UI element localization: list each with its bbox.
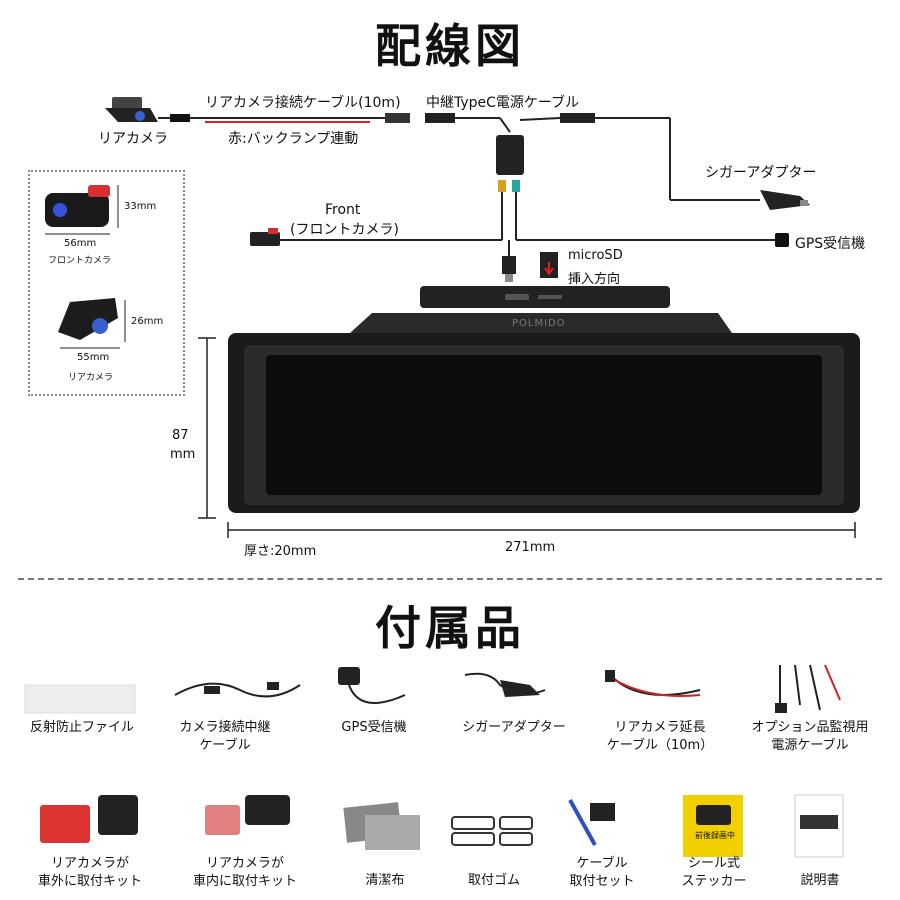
reverse-lamp-label: 赤:バックランプ連動 (228, 131, 359, 147)
brand-logo: POLMIDO (512, 318, 566, 329)
mirror-height-unit: mm (170, 447, 196, 462)
camera-dimensions-box (28, 170, 185, 396)
mirror-width-label: 271mm (505, 540, 556, 555)
accessory-icons (24, 664, 844, 858)
accessory-label: 取付ゴム (467, 873, 520, 888)
accessory-label: シガーアダプター (462, 720, 566, 735)
wiring-diagram (45, 97, 860, 538)
gps-receiver-icon (775, 233, 789, 247)
wiring-title: 配線図 (375, 19, 525, 73)
accessory-label: GPS受信機 (341, 720, 407, 735)
accessory-label: 説明書 (800, 873, 840, 888)
cable-clip-set-icon (568, 799, 615, 846)
front-camera-label: (フロントカメラ) (290, 222, 399, 238)
rear-extension-cable-icon (605, 670, 701, 697)
insert-direction-label: 挿入方向 (568, 272, 621, 287)
accessory-label: リアカメラ延長ケーブル（10m） (606, 720, 714, 753)
front-cam-width: 56mm (64, 238, 97, 249)
microsd-label: microSD (568, 248, 623, 263)
cigar-adapter-icon (760, 190, 810, 210)
manual-icon (794, 794, 844, 858)
gps-label: GPS受信機 (795, 236, 866, 252)
accessory-label: カメラ接続中継ケーブル (179, 720, 271, 753)
front-label: Front (325, 202, 361, 218)
relay-cable-label: 中継TypeC電源ケーブル (426, 95, 580, 111)
accessory-label: シール式ステッカー (681, 856, 747, 889)
microsd-icon (540, 252, 558, 278)
rear-cam-height: 26mm (131, 316, 164, 327)
accessory-label: 反射防止ファイル (29, 720, 134, 735)
gps-receiver-icon (338, 667, 406, 704)
rear-camera-icon (105, 97, 158, 122)
sticker-icon (683, 795, 743, 857)
exterior-mount-kit-icon (40, 795, 138, 843)
mirror-screen (266, 355, 822, 495)
front-camera-dimension-icon (45, 185, 119, 235)
rear-camera-label: リアカメラ (98, 131, 168, 147)
rear-cam-width: 55mm (77, 352, 110, 363)
front-cam-height: 33mm (124, 201, 157, 212)
relay-cable-icon (174, 682, 301, 698)
accessory-label: オプション品監視用電源ケーブル (751, 720, 869, 753)
accessory-label: リアカメラが車内に取付キット (192, 856, 297, 889)
accessory-label: 清潔布 (365, 873, 405, 888)
cleaning-cloth-icon (343, 802, 420, 850)
section-divider (18, 578, 882, 580)
interior-mount-kit-icon (205, 795, 290, 835)
front-camera-icon (250, 228, 280, 246)
rear-cam-caption: リアカメラ (68, 373, 114, 383)
sticker-text: 前後録画中 (695, 831, 735, 840)
accessory-label: ケーブル取付セット (569, 856, 635, 889)
rear-camera-dimension-icon (58, 298, 126, 349)
mirror-height-value: 87 (172, 428, 189, 443)
cigar-adapter-label: シガーアダプター (705, 165, 817, 181)
cigar-adapter-icon (464, 672, 546, 697)
anti-glare-film-icon (24, 684, 136, 714)
accessory-label: リアカメラが車外に取付キット (37, 856, 142, 889)
thickness-label: 厚さ:20mm (244, 544, 317, 559)
monitoring-power-cable-icon (775, 664, 841, 713)
mounting-rubber-icon (451, 816, 533, 846)
rear-cable-label: リアカメラ接続ケーブル(10m) (205, 95, 401, 111)
accessories-title: 付属品 (375, 601, 525, 655)
front-cam-caption: フロントカメラ (48, 256, 112, 266)
